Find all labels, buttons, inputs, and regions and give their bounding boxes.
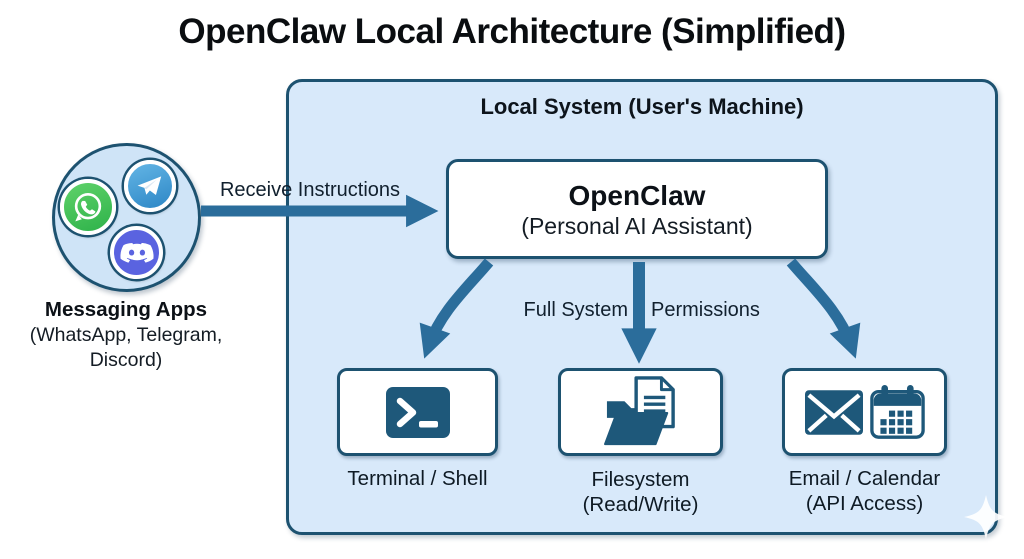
messaging-apps-title: Messaging Apps [44,298,208,321]
openclaw-title: OpenClaw [568,179,706,211]
messaging-apps-subtitle-line1: (WhatsApp, Telegram, [29,324,223,346]
messaging-apps-label: Messaging Apps (WhatsApp, Telegram, Disc… [6,297,246,373]
terminal-icon [385,386,450,438]
email-calendar-node [782,368,947,456]
local-system-header: Local System (User's Machine) [480,94,804,119]
messaging-apps-subtitle-line2: Discord) [89,349,163,371]
terminal-shell-node [337,368,498,456]
filesystem-label-line1: Filesystem [591,468,690,491]
filesystem-label: Filesystem (Read/Write) [548,467,733,517]
diagram-title: OpenClaw Local Architecture (Simplified) [178,12,846,51]
openclaw-node: OpenClaw (Personal AI Assistant) [446,159,828,259]
email-calendar-label: Email / Calendar (API Access) [772,466,957,516]
filesystem-node [558,368,723,456]
full-system-label: Full System [523,299,628,321]
email-icon [804,389,863,435]
discord-icon [110,226,163,279]
discord-glyph [119,242,154,263]
terminal-shell-label-line1: Terminal / Shell [347,467,488,490]
calendar-icon [869,384,925,439]
filesystem-icon [603,376,675,446]
openclaw-subtitle: (Personal AI Assistant) [521,212,753,239]
filesystem-label-line2: (Read/Write) [582,493,699,516]
telegram-icon [124,160,176,212]
telegram-glyph [137,176,162,195]
email-calendar-label-line1: Email / Calendar [788,467,941,490]
receive-instructions-label: Receive Instructions [219,179,401,201]
whatsapp-icon [60,179,116,235]
email-calendar-label-line2: (API Access) [805,492,924,515]
whatsapp-glyph [74,193,102,222]
permissions-label: Permissions [651,299,760,321]
terminal-shell-label: Terminal / Shell [327,466,508,491]
